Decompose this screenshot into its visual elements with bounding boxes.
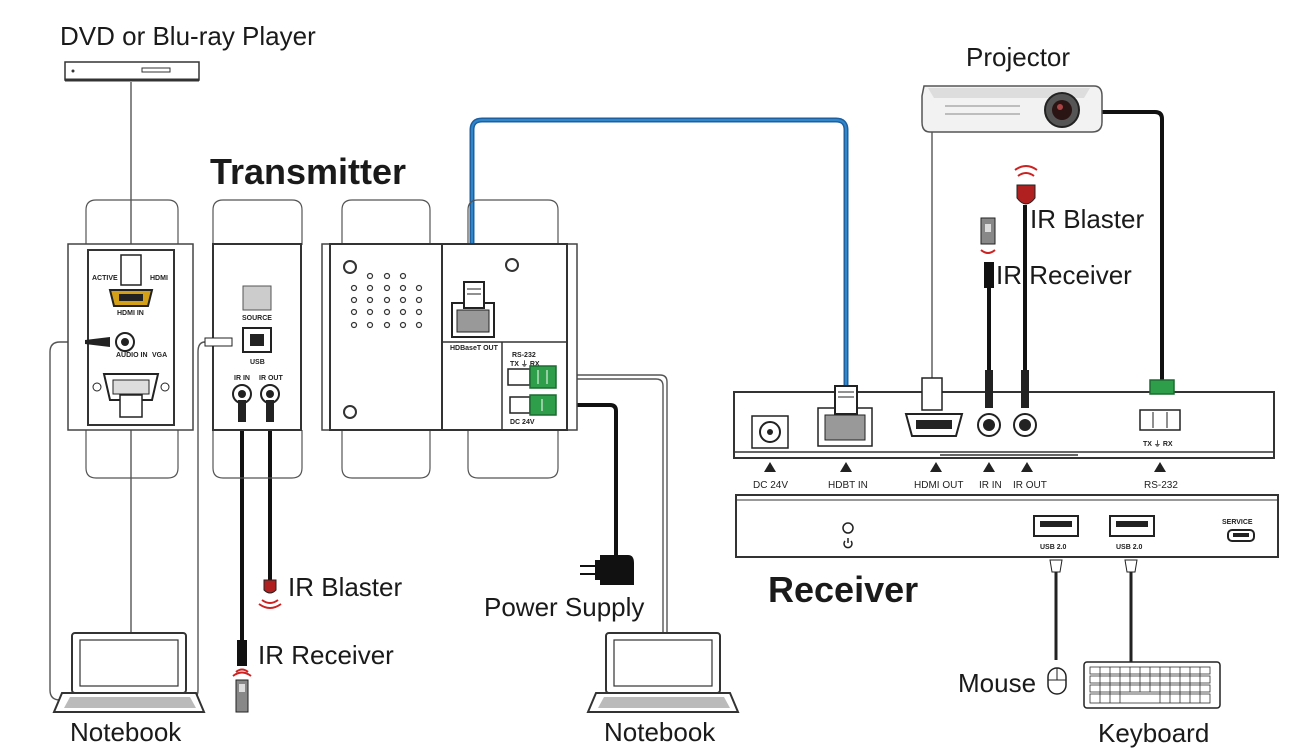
mouse-label: Mouse (958, 668, 1036, 698)
tx-rs232-terminal[interactable] (507, 365, 557, 389)
power-supply-label: Power Supply (484, 592, 644, 622)
tx-vga-label: VGA (152, 352, 167, 359)
rx-power-led (842, 522, 854, 534)
rx-ir-receiver-label: IR Receiver (996, 260, 1132, 290)
tx-audio-in-port[interactable] (85, 332, 135, 352)
power-supply-device[interactable] (580, 555, 634, 585)
rx-rs232-txrx-label: TX ⏚ RX (1143, 440, 1173, 448)
notebook-left-device[interactable] (52, 632, 206, 713)
tx-ir-out-label: IR OUT (259, 375, 283, 382)
projector-label: Projector (966, 42, 1070, 72)
transmitter-wallplate-outline (85, 199, 559, 479)
rx-ir-blaster-device[interactable] (1014, 165, 1038, 205)
rx-port-markers (764, 462, 1166, 472)
tx-rs232-txrx-label: TX ⏚ RX (510, 360, 540, 368)
tx-active-label: ACTIVE (92, 275, 118, 282)
tx-usb-label: USB (250, 359, 265, 366)
tx-hdmi-in-port[interactable] (108, 254, 154, 307)
rx-usb-port-b[interactable] (1109, 515, 1155, 573)
notebook-mid-device[interactable] (586, 632, 740, 713)
dvd-player-device[interactable] (64, 61, 200, 82)
mouse-device[interactable] (1047, 667, 1067, 695)
tx-source-button[interactable] (242, 285, 272, 311)
power-icon (843, 538, 853, 549)
keyboard-label: Keyboard (1098, 718, 1209, 748)
rx-hdbt-in-port[interactable] (817, 385, 873, 447)
tx-dc24v-label: DC 24V (510, 419, 535, 426)
receiver-back-panel (733, 391, 1275, 459)
rx-service-port[interactable] (1227, 529, 1255, 542)
tx-hdmi-led-label: HDMI (150, 275, 168, 282)
rx-rs232-terminal[interactable] (1139, 379, 1181, 431)
tx-hdbaset-out-port[interactable] (451, 281, 495, 338)
rx-service-label: SERVICE (1222, 519, 1253, 526)
tx-dc-24v-terminal[interactable] (509, 394, 557, 416)
rx-ir-in-port[interactable] (977, 370, 1001, 437)
rx-usb-port-a[interactable] (1033, 515, 1079, 573)
tx-ir-receiver-label: IR Receiver (258, 640, 394, 670)
receiver-front-panel (735, 494, 1279, 558)
rx-hdmi-out-port[interactable] (904, 377, 964, 437)
tx-rs232-cable (560, 374, 668, 638)
transmitter-title: Transmitter (210, 151, 406, 192)
hdbaset-cable-highlight (471, 119, 847, 390)
rx-usb-a-label: USB 2.0 (1040, 544, 1067, 551)
rx-dc24v-label: DC 24V (753, 480, 788, 491)
dvd-player-label: DVD or Blu-ray Player (60, 21, 316, 51)
rx-ir-out-port[interactable] (1013, 370, 1037, 437)
tx-speaker-grill (350, 272, 423, 329)
tx-ir-in-label: IR IN (234, 375, 250, 382)
tx-ir-blaster-label: IR Blaster (288, 572, 402, 602)
tx-ir-out-port[interactable] (260, 384, 280, 422)
rx-usb-b-label: USB 2.0 (1116, 544, 1143, 551)
tx-audio-in-label: AUDIO IN (116, 352, 148, 359)
tx-ir-in-port[interactable] (232, 384, 252, 422)
notebook-mid-label: Notebook (604, 717, 716, 747)
tx-hdbaset-out-label: HDBaseT OUT (450, 345, 499, 352)
receiver-title: Receiver (768, 569, 918, 610)
rx-ir-in-label: IR IN (979, 480, 1002, 491)
rx-hdbt-in-label: HDBT IN (828, 480, 868, 491)
tx-usb-port[interactable] (204, 327, 272, 353)
tx-ir-receiver-device[interactable] (232, 640, 252, 713)
rx-rs232-label: RS-232 (1144, 480, 1178, 491)
tx-vga-port[interactable] (92, 373, 170, 418)
rx-ir-blaster-label: IR Blaster (1030, 204, 1144, 234)
rx-dc-24v-port[interactable] (751, 415, 789, 449)
projector-rs232-cable (1090, 110, 1164, 385)
projector-device[interactable] (921, 85, 1103, 133)
rx-hdmi-out-label: HDMI OUT (914, 480, 963, 491)
tx-rs232-cable-2 (560, 378, 664, 638)
keyboard-device[interactable] (1083, 661, 1221, 709)
rx-ir-receiver-device[interactable] (980, 217, 996, 288)
rx-ir-out-label: IR OUT (1013, 480, 1047, 491)
tx-rs232-label: RS-232 (512, 352, 536, 359)
tx-hdmi-in-label: HDMI IN (117, 310, 144, 317)
notebook-audio-cable (49, 341, 85, 701)
notebook-left-label: Notebook (70, 717, 182, 747)
tx-ir-blaster-device[interactable] (258, 579, 282, 609)
tx-source-label: SOURCE (242, 315, 272, 322)
power-cable (558, 403, 618, 555)
